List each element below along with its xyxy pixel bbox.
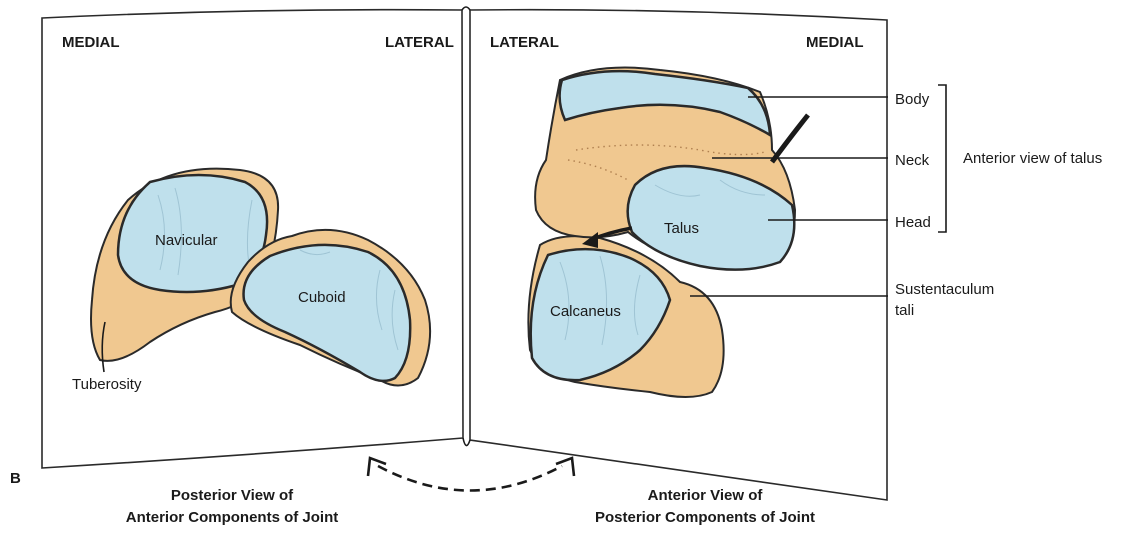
right-medial-label: MEDIAL (806, 34, 864, 51)
left-medial-label: MEDIAL (62, 34, 120, 51)
anterior-view-talus-label: Anterior view of talus (963, 150, 1102, 167)
talus-bracket (938, 85, 946, 232)
left-caption-line2: Anterior Components of Joint (126, 509, 339, 526)
opposing-views-arrow-icon (378, 466, 562, 491)
left-arrowhead-icon (368, 458, 386, 476)
tuberosity-label: Tuberosity (72, 376, 142, 393)
figure-letter: B (10, 470, 21, 487)
right-caption-line2: Posterior Components of Joint (595, 509, 815, 526)
head-label: Head (895, 214, 931, 231)
body-label: Body (895, 91, 930, 108)
sustentaculum-label-line2: tali (895, 302, 914, 319)
calcaneus-label: Calcaneus (550, 303, 621, 320)
talus-label: Talus (664, 220, 699, 237)
neck-label: Neck (895, 152, 930, 169)
right-arrowhead-icon (556, 458, 574, 476)
left-caption-line1: Posterior View of (171, 487, 294, 504)
sustentaculum-label-line1: Sustentaculum (895, 281, 994, 298)
right-lateral-label: LATERAL (490, 34, 559, 51)
navicular-label: Navicular (155, 232, 218, 249)
left-lateral-label: LATERAL (385, 34, 454, 51)
right-caption-line1: Anterior View of (648, 487, 764, 504)
cuboid-label: Cuboid (298, 289, 346, 306)
